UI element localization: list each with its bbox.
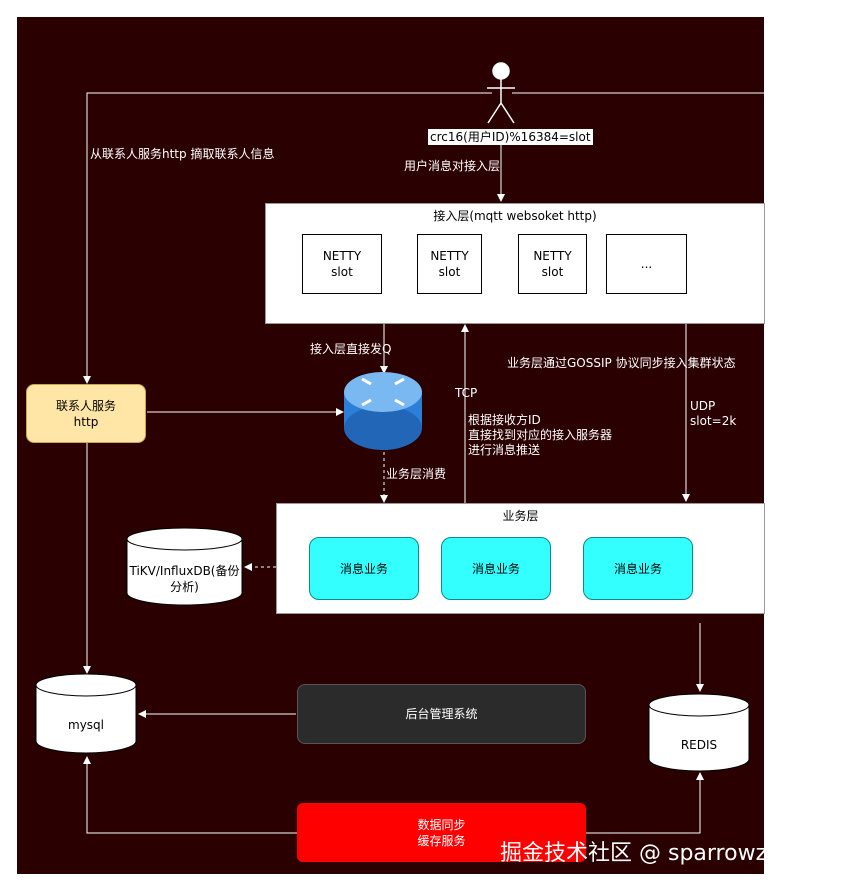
message-service-2-label: 消息业务 <box>471 561 520 576</box>
netty-node-2-line2: slot <box>438 265 461 279</box>
tikv-line1: TiKV/InfluxDB(备份 <box>129 564 240 578</box>
redis-database: REDIS <box>648 693 750 773</box>
gossip-label: 业务层通过GOSSIP 协议同步接入集群状态 <box>507 356 736 370</box>
contact-service-line2: http <box>73 414 99 429</box>
netty-node-3-line1: NETTY <box>533 249 572 263</box>
udp-label-1: UDP <box>690 399 716 413</box>
mysql-label: mysql <box>68 718 104 732</box>
tikv-line2: 分析) <box>170 580 199 594</box>
contact-service-line1: 联系人服务 <box>55 398 116 413</box>
mysql-database: mysql <box>35 673 137 755</box>
netty-node-1-line1: NETTY <box>322 249 362 263</box>
netty-node-more: ... <box>606 234 687 294</box>
push-label-2: 直接找到对应的接入服务器 <box>468 428 613 442</box>
netty-node-1: NETTY slot <box>302 234 382 294</box>
database-icon <box>126 527 243 606</box>
admin-system: 后台管理系统 <box>297 684 586 744</box>
access-to-mq-label: 接入层直接发Q <box>310 342 392 356</box>
database-icon <box>648 693 750 772</box>
message-service-1-label: 消息业务 <box>339 561 388 576</box>
contact-service: 联系人服务 http <box>26 384 146 443</box>
sync-service-line2: 缓存服务 <box>417 833 466 848</box>
netty-node-3: NETTY slot <box>518 234 587 294</box>
tcp-label: TCP <box>455 386 478 400</box>
business-layer-title: 业务层 <box>502 509 539 523</box>
contact-fetch-label: 从联系人服务http 摘取联系人信息 <box>90 147 275 161</box>
sync-service-line1: 数据同步 <box>417 817 466 832</box>
edge-fetch-contacts <box>83 92 492 384</box>
netty-node-1-line2: slot <box>331 265 353 279</box>
udp-label-2: slot=2k <box>690 414 737 428</box>
push-label-3: 进行消息推送 <box>468 443 541 457</box>
access-layer-title: 接入层(mqtt websoket http) <box>433 209 597 223</box>
netty-node-3-line2: slot <box>541 265 564 279</box>
database-icon <box>35 673 137 754</box>
message-service-3-label: 消息业务 <box>613 561 662 576</box>
message-service-3: 消息业务 <box>583 537 693 600</box>
consume-label: 业务层消费 <box>386 467 447 481</box>
sync-cache-service: 数据同步 缓存服务 <box>297 803 586 862</box>
watermark: 掘金技术社区 @ sparrowzoo <box>500 841 795 866</box>
user-icon <box>487 62 515 124</box>
message-service-1: 消息业务 <box>309 537 419 600</box>
user-to-access-label: 用户消息对接入层 <box>404 159 501 173</box>
netty-node-2: NETTY slot <box>417 234 482 294</box>
edge-sync-to-mysql <box>83 756 297 834</box>
netty-node-more-label: ... <box>640 257 653 271</box>
tikv-database: TiKV/InfluxDB(备份 分析) <box>126 527 243 607</box>
user-formula: crc16(用户ID)%16384=slot <box>428 129 593 145</box>
edge-sync-to-redis <box>585 772 704 834</box>
push-label-1: 根据接收方ID <box>468 413 541 427</box>
message-service-2: 消息业务 <box>441 537 551 600</box>
admin-system-label: 后台管理系统 <box>405 707 478 721</box>
router-icon <box>344 372 422 450</box>
netty-node-2-line1: NETTY <box>430 249 469 263</box>
redis-label: REDIS <box>680 738 718 752</box>
